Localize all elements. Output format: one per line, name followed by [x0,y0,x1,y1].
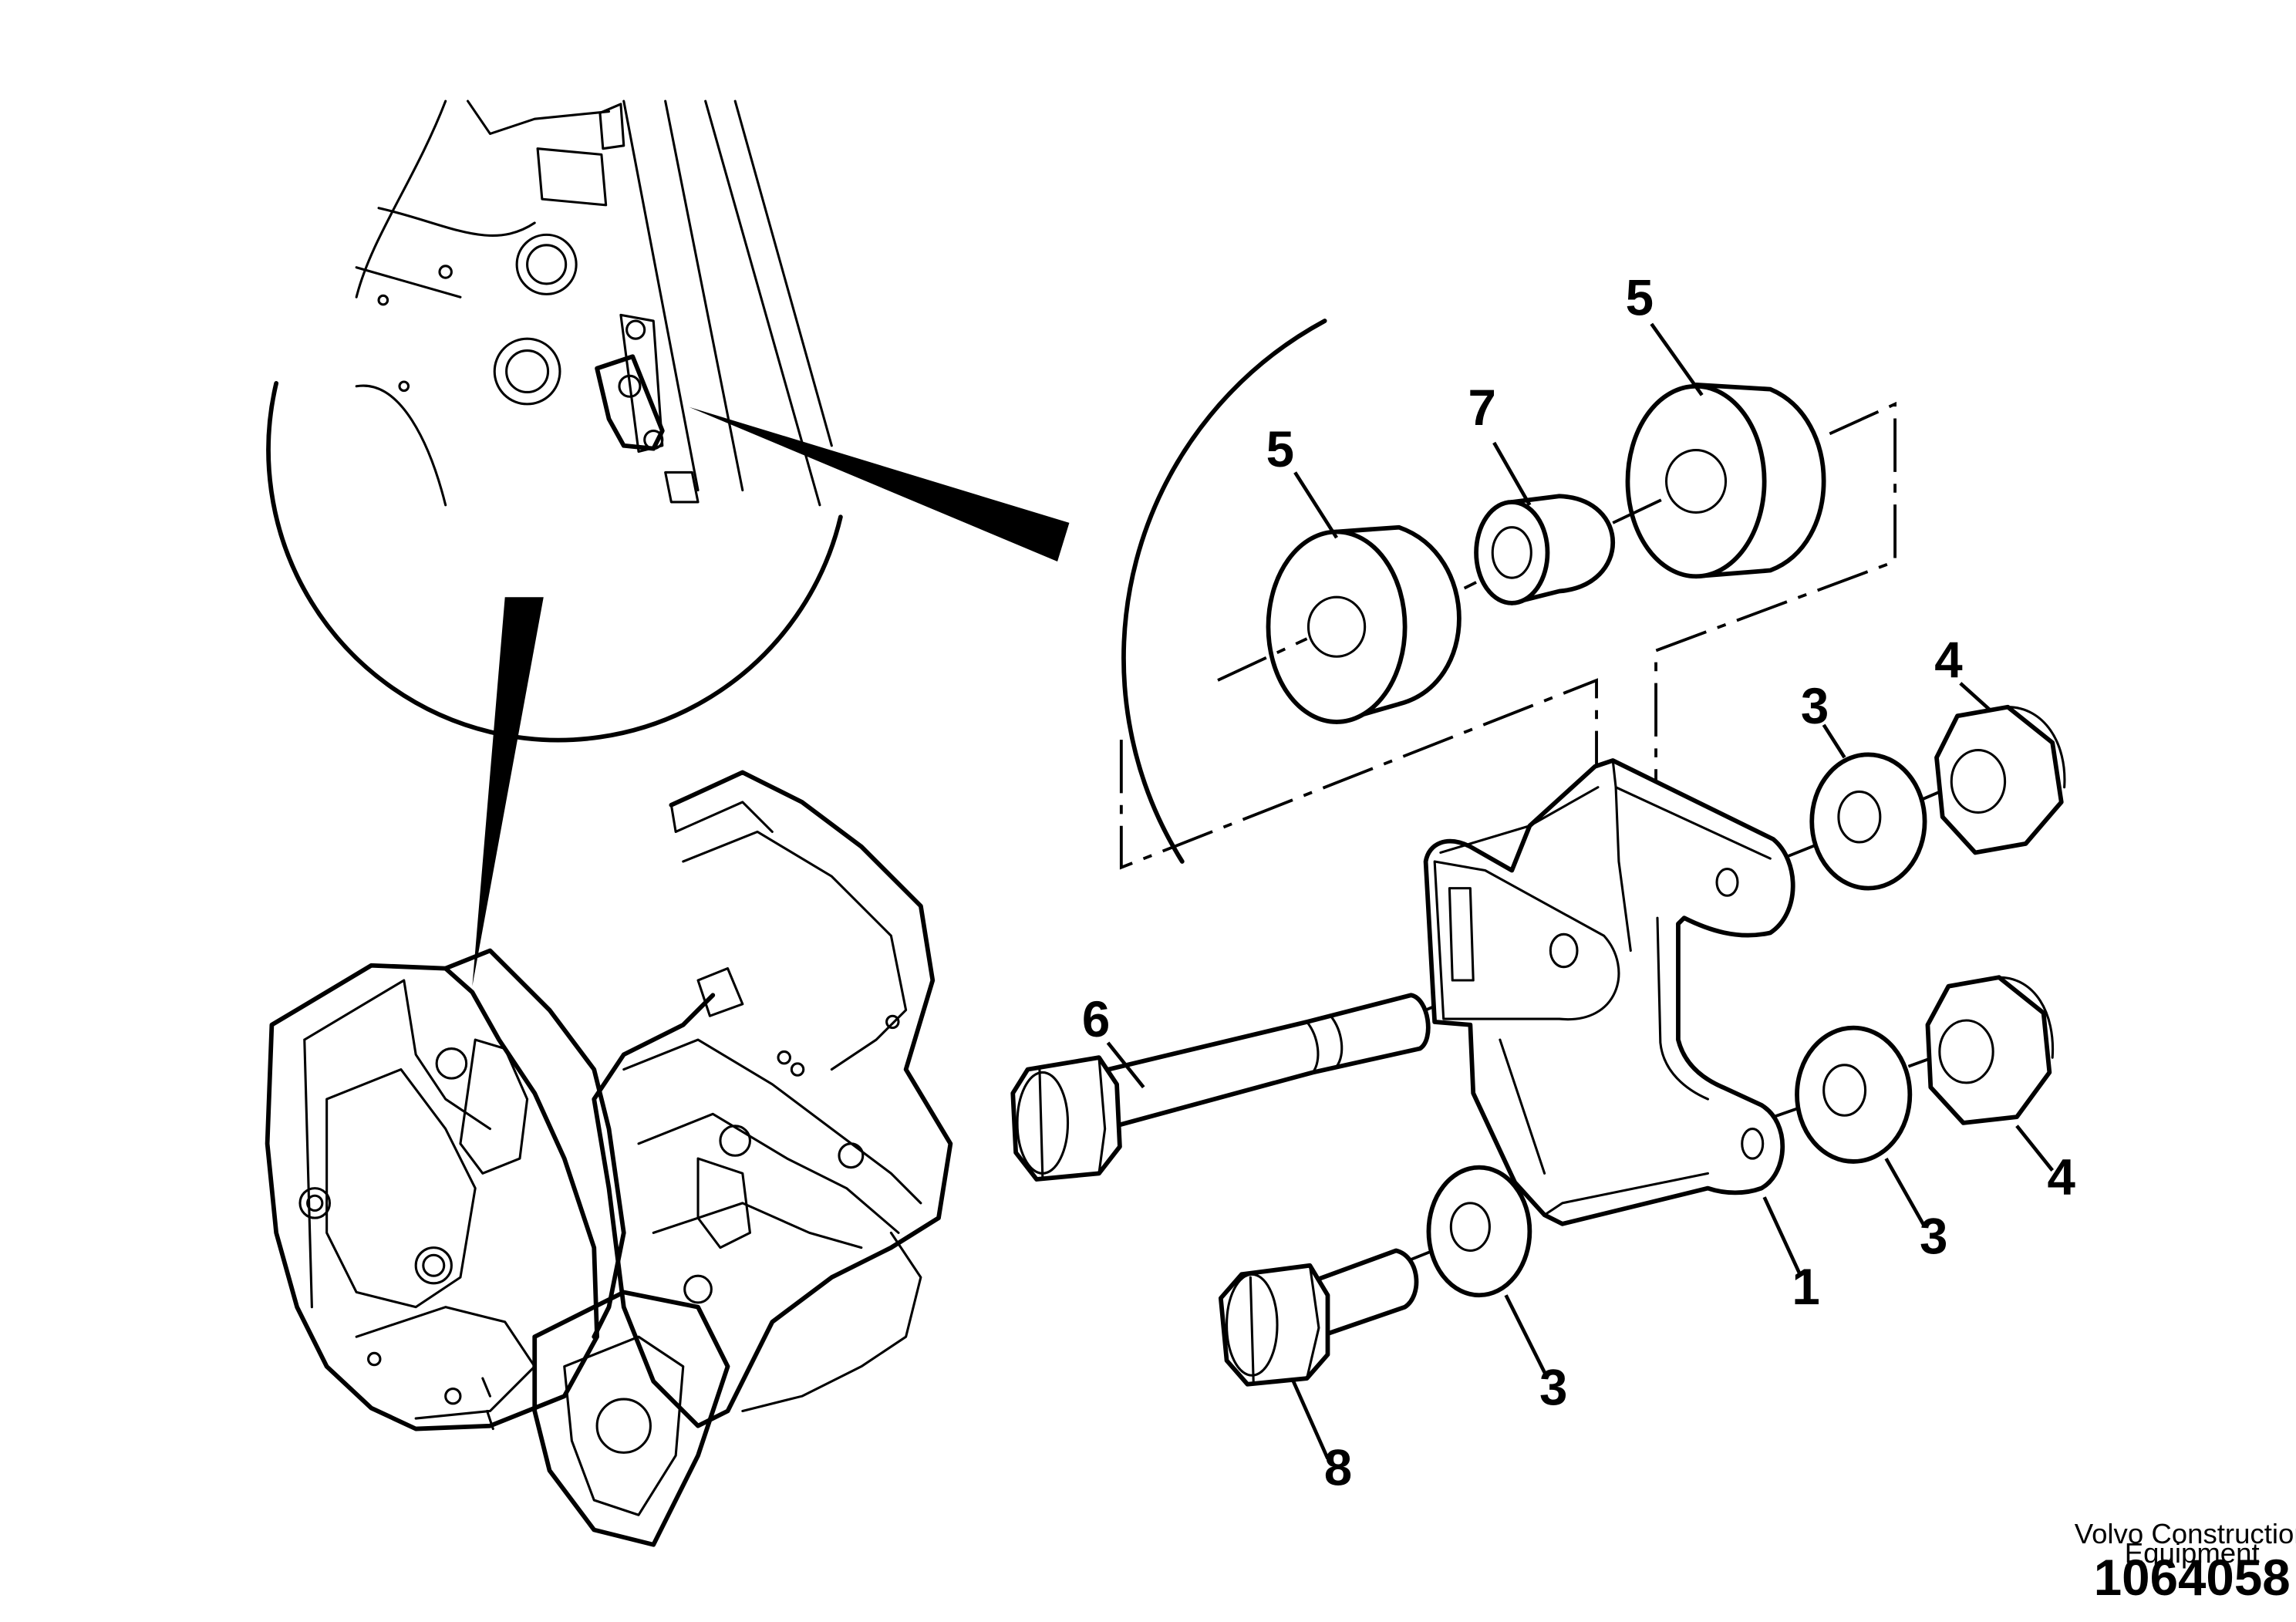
publisher-block: Volvo Construction Equipment 1064058 [2075,1518,2296,1606]
detail-pointer-wedge [472,597,544,986]
callout-5-lower-spacer: 5 [1266,421,1294,477]
publisher-credit-line1: Volvo Construction [2075,1518,2296,1549]
rubber-spacer-lower [1266,524,1462,724]
publisher-credit-line2: Equipment [2125,1537,2260,1569]
callout-labels: 5 7 5 4 3 6 4 3 1 3 8 [1082,269,2076,1496]
hex-nut-lower [1925,975,2055,1125]
callout-3-lower-washer: 3 [1920,1208,1947,1264]
enlargement-arc [1121,319,1327,864]
short-bolt [1218,1248,1419,1387]
callout-3-upper-washer: 3 [1801,678,1829,734]
washer-lower-right [1795,1025,1913,1164]
callout-1-bracket: 1 [1792,1259,1819,1315]
mounting-bracket [1423,758,1795,1226]
machine-frame-illustration [265,770,953,1547]
washer-upper-right [1809,752,1927,891]
callout-5-upper-spacer: 5 [1626,269,1654,325]
spacer-sleeve [1474,494,1616,605]
leader-lines [1106,322,2055,1460]
rubber-spacer-upper [1625,382,1826,579]
document-number: 1064058 [2094,1549,2291,1606]
enlargement-pointer-wedge [689,406,1070,561]
callout-8-short-bolt: 8 [1324,1440,1352,1496]
callout-6-long-bolt: 6 [1082,991,1110,1047]
hex-nut-upper [1934,704,2066,855]
long-bolt [1010,993,1431,1182]
top-detail-magnifier [266,99,843,743]
washer-bottom-left [1426,1165,1532,1298]
callout-7-sleeve: 7 [1468,379,1496,436]
callout-4-upper-nut: 4 [1934,632,1963,688]
callout-3-bottom-washer: 3 [1539,1360,1567,1416]
callout-4-lower-nut: 4 [2048,1148,2076,1205]
